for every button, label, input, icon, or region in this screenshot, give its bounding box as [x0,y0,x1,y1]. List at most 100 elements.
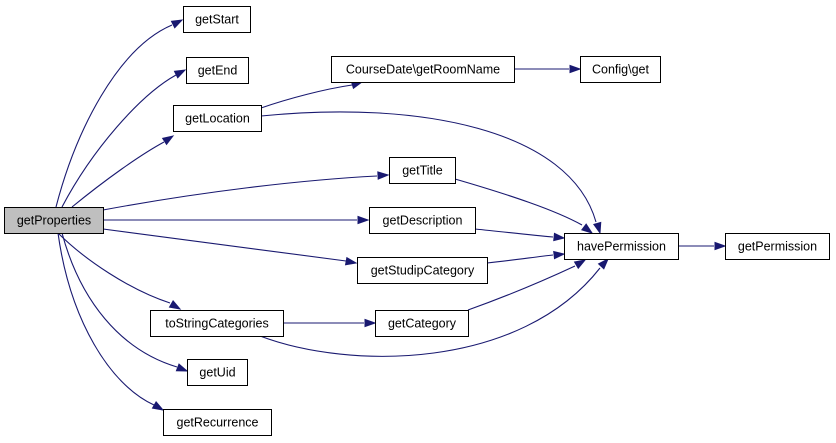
node-getStudipCategory[interactable]: getStudipCategory [357,257,488,284]
edge-line [260,84,353,109]
node-getCategory[interactable]: getCategory [375,310,469,337]
edge-line [454,178,583,226]
node-box [186,57,249,84]
edge-getProperties-to-getRecurrence [57,232,165,411]
edge-getCategory-to-havePermission [467,259,587,311]
node-box [357,257,488,284]
node-label: getUid [199,366,235,380]
arrowhead [344,256,358,266]
node-getEnd[interactable]: getEnd [186,57,249,84]
node-label: getTitle [402,164,443,178]
arrowhead [173,69,187,79]
edge-line [61,232,178,368]
arrowhead [573,259,587,270]
node-label: havePermission [577,240,666,254]
node-box [4,207,104,234]
edge-getStudipCategory-to-havePermission [486,250,566,264]
node-box [183,6,251,33]
node-box [580,56,661,83]
edge-line [474,228,554,238]
arrowhead [168,300,182,310]
edge-getDescription-to-havePermission [474,228,566,242]
node-label: CourseDate\getRoomName [346,63,500,77]
arrowhead [161,135,175,146]
arrowhead [357,215,370,225]
edge-line [55,24,173,208]
node-box [331,56,515,83]
nodes-layer: getProperties getStart getEnd getLocation Co… [4,6,830,436]
node-getRoomName[interactable]: CourseDate\getRoomName [331,56,515,83]
node-box [187,359,248,386]
edge-getProperties-to-toStringCategories [57,232,182,310]
node-getPermission[interactable]: getPermission [725,233,830,260]
edge-line [486,254,554,264]
node-box [369,207,476,234]
node-label: Config\get [592,63,650,77]
edge-line [467,265,576,311]
node-label: getCategory [388,317,457,331]
node-label: getPermission [738,240,817,254]
edge-getProperties-to-getDescription [103,215,370,225]
node-configGet[interactable]: Config\get [580,56,661,83]
arrowhead [714,241,727,251]
node-box [389,157,456,184]
node-box [564,233,679,260]
node-label: getEnd [198,64,238,78]
edge-line [57,232,171,304]
arrowhead [175,363,189,372]
node-box [150,310,284,337]
edges-layer [55,19,727,411]
node-getRecurrence[interactable]: getRecurrence [163,409,272,436]
arrowhead [553,232,566,242]
node-toStringCategories[interactable]: toStringCategories [150,310,284,337]
edge-getLocation-to-havePermission [260,111,602,235]
edge-getProperties-to-getStudipCategory [102,228,358,266]
arrowhead [581,223,594,234]
node-label: getRecurrence [177,416,259,430]
arrowhead [593,221,602,235]
node-box [375,310,469,337]
edge-line [102,175,378,211]
node-label: getLocation [185,112,250,126]
node-box [163,409,272,436]
node-getUid[interactable]: getUid [187,359,248,386]
edge-getRoomName-to-configGet [514,64,582,74]
edge-line [260,111,597,223]
arrowhead [553,250,566,260]
node-label: getProperties [17,214,91,228]
edge-toStringCategories-to-getCategory [283,318,377,328]
edge-line [102,228,347,262]
node-getTitle[interactable]: getTitle [389,157,456,184]
node-box [173,105,262,132]
arrowhead [569,64,582,74]
arrowhead [151,401,165,411]
edge-getProperties-to-getLocation [71,135,175,208]
edge-getProperties-to-getTitle [102,171,390,211]
edge-getLocation-to-getRoomName [260,80,364,109]
node-getProperties: getProperties [4,207,104,234]
arrowhead [170,19,184,29]
edge-havePermission-to-getPermission [678,241,727,251]
edge-toStringCategories-to-havePermission [259,257,610,357]
node-label: getStudipCategory [371,264,475,278]
edge-line [61,74,177,208]
node-label: getDescription [383,214,463,228]
arrowhead [364,318,377,328]
edge-getTitle-to-havePermission [454,178,594,234]
node-box [725,233,830,260]
edge-getProperties-to-getEnd [61,69,187,208]
node-label: getStart [195,13,239,27]
node-label: toStringCategories [165,317,269,331]
arrowhead [377,171,390,180]
node-getStart[interactable]: getStart [183,6,251,33]
node-getLocation[interactable]: getLocation [173,105,262,132]
node-havePermission[interactable]: havePermission [564,233,679,260]
edge-line [57,232,155,406]
node-getDescription[interactable]: getDescription [369,207,476,234]
arrowhead [597,257,610,270]
edge-getProperties-to-getStart [55,19,184,208]
edge-line [259,267,601,357]
edge-getProperties-to-getUid [61,232,189,372]
edge-line [71,141,165,208]
